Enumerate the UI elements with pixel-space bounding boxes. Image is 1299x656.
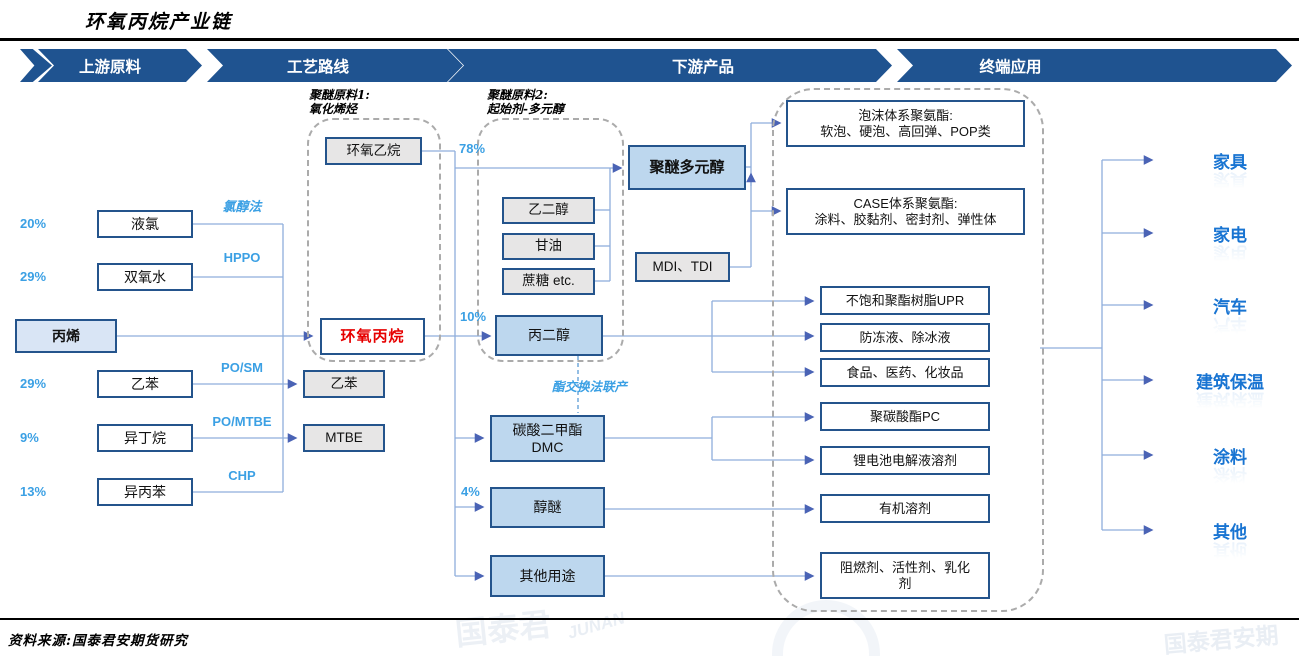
- transesterification-label: 酯交换法联产: [552, 379, 628, 394]
- node-sucrose-etc: 蔗糖 etc.: [502, 268, 595, 295]
- node-polyether-polyol: 聚醚多元醇: [628, 145, 746, 190]
- node-cumene: 异丙苯: [97, 478, 193, 506]
- node-glycol-ether: 醇醚: [490, 487, 605, 528]
- banner-stage-downstream: 下游产品: [448, 49, 892, 82]
- pct-ether-label: 4%: [461, 484, 480, 499]
- product-line2: 软泡、硬泡、高回弹、POP类: [820, 123, 991, 139]
- node-antifreeze: 防冻液、除冰液: [820, 323, 990, 352]
- page-title: 环氧丙烷产业链: [85, 11, 233, 33]
- node-ethylene-oxide: 环氧乙烷: [325, 137, 422, 165]
- banner-stage-label: 终端应用: [979, 58, 1042, 76]
- product-line2: 涂料、胶黏剂、密封剂、弹性体: [814, 211, 997, 227]
- group2-label: 聚醚原料2: 起始剂-多元醇: [487, 88, 564, 116]
- title-rule: [0, 38, 1299, 41]
- process-label-posm: PO/SM: [221, 360, 263, 375]
- pct-label: 13%: [20, 484, 47, 499]
- node-liquid-chlorine: 液氯: [97, 210, 193, 238]
- node-organic-solvent: 有机溶剂: [820, 494, 990, 523]
- terminal-coatings: 涂料: [1213, 448, 1247, 467]
- pct-label: 29%: [20, 376, 47, 391]
- terminal-automotive-reflection: 汽车: [1213, 315, 1247, 334]
- banner-stage-terminal: 终端应用: [897, 49, 1292, 82]
- node-ethylbenzene-coproduct: 乙苯: [303, 370, 385, 398]
- group-box-alkylene-oxides: [307, 118, 441, 362]
- banner-stage-label: 工艺路线: [286, 58, 349, 76]
- terminal-others: 其他: [1213, 523, 1247, 542]
- pct-label: 20%: [20, 216, 47, 231]
- group2-label-line2: 起始剂-多元醇: [487, 102, 564, 116]
- terminal-automotive: 汽车: [1213, 298, 1247, 317]
- dmc-line1: 碳酸二甲酯: [512, 421, 583, 438]
- node-propylene-oxide: 环氧丙烷: [320, 318, 425, 355]
- node-flame-retardant: 阻燃剂、活性剂、乳化剂: [820, 552, 990, 599]
- process-label-pomtbe: PO/MTBE: [212, 414, 272, 429]
- product-line1: 泡沫体系聚氨酯:: [858, 107, 953, 123]
- node-case-polyurethane: CASE体系聚氨酯: 涂料、胶黏剂、密封剂、弹性体: [786, 188, 1025, 235]
- terminal-furniture: 家具: [1213, 153, 1247, 172]
- node-other-uses: 其他用途: [490, 555, 605, 597]
- terminal-furniture-reflection: 家具: [1213, 170, 1247, 189]
- process-label-chp: CHP: [228, 468, 256, 483]
- node-propylene: 丙烯: [15, 319, 117, 353]
- banner-stage-upstream: 上游原料: [38, 49, 202, 82]
- process-label-hppo: HPPO: [223, 250, 261, 265]
- banner-stage-label: 上游原料: [78, 58, 141, 76]
- terminal-appliances: 家电: [1213, 226, 1247, 245]
- node-mtbe-coproduct: MTBE: [303, 424, 385, 452]
- node-glycerol: 甘油: [502, 233, 595, 260]
- node-mdi-tdi: MDI、TDI: [635, 252, 730, 282]
- pct-label: 29%: [20, 269, 47, 284]
- node-isobutane: 异丁烷: [97, 424, 193, 452]
- terminal-coatings-reflection: 涂料: [1213, 465, 1247, 484]
- product-line1: CASE体系聚氨酯:: [853, 195, 958, 211]
- group-box-downstream-products: [772, 88, 1044, 612]
- group2-label-line1: 聚醚原料2:: [487, 88, 548, 102]
- group-box-polyether-starters: [477, 118, 624, 362]
- dmc-line2: DMC: [531, 438, 564, 455]
- source-note: 资料来源:国泰君安期货研究: [8, 633, 188, 649]
- terminal-others-reflection: 其他: [1213, 540, 1247, 559]
- node-ethylene-glycol: 乙二醇: [502, 197, 595, 224]
- footer-rule: [0, 618, 1299, 620]
- pct-polyether-label: 78%: [459, 141, 486, 156]
- node-ethylbenzene: 乙苯: [97, 370, 193, 398]
- node-polycarbonate: 聚碳酸酯PC: [820, 402, 990, 431]
- terminal-building-insulation: 建筑保温: [1196, 373, 1264, 392]
- node-dmc: 碳酸二甲酯 DMC: [490, 415, 605, 462]
- node-electrolyte-solvent: 锂电池电解液溶剂: [820, 446, 990, 475]
- group1-label-line1: 聚醚原料1:: [309, 88, 370, 102]
- node-upr: 不饱和聚酯树脂UPR: [820, 286, 990, 315]
- node-food-pharma-cosmetics: 食品、医药、化妆品: [820, 358, 990, 387]
- node-hydrogen-peroxide: 双氧水: [97, 263, 193, 291]
- banner-stage-process: 工艺路线: [207, 49, 463, 82]
- pct-label: 9%: [20, 430, 39, 445]
- terminal-building-insulation-reflection: 建筑保温: [1196, 390, 1264, 409]
- group1-label-line2: 氧化烯烃: [309, 102, 358, 116]
- terminal-appliances-reflection: 家电: [1213, 243, 1247, 262]
- node-foam-polyurethane: 泡沫体系聚氨酯: 软泡、硬泡、高回弹、POP类: [786, 100, 1025, 147]
- group1-label: 聚醚原料1: 氧化烯烃: [309, 88, 370, 116]
- banner-stage-label: 下游产品: [671, 58, 734, 76]
- pct-pg-label: 10%: [460, 309, 487, 324]
- node-propylene-glycol: 丙二醇: [495, 315, 603, 356]
- process-label-chlorohydrin: 氯醇法: [222, 200, 262, 215]
